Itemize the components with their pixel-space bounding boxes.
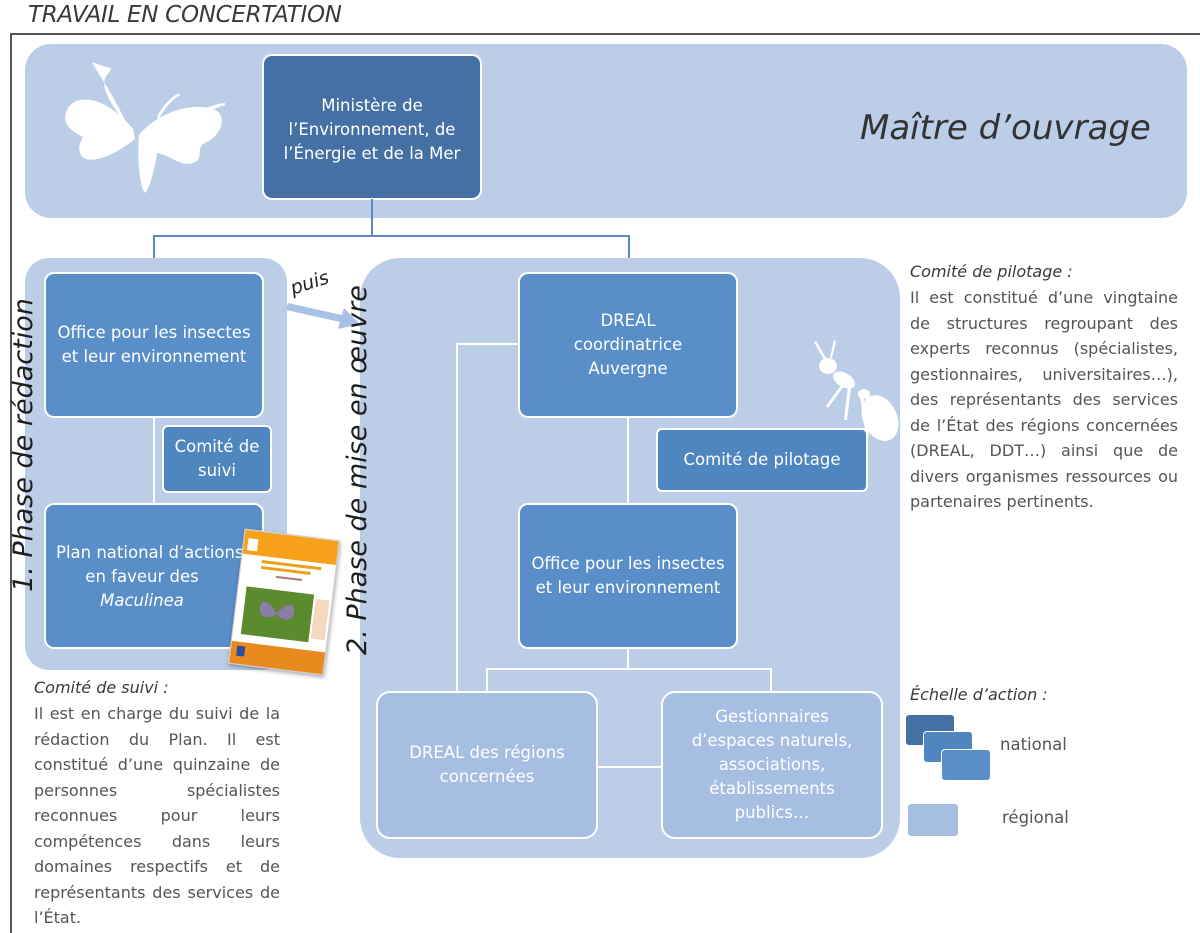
ministere-line1: Ministère de xyxy=(321,96,423,115)
frame-top-line xyxy=(10,33,1200,35)
ant-icon xyxy=(814,340,899,441)
ministere-line2: l’Environnement, de xyxy=(288,120,456,139)
legend-regional-label: régional xyxy=(1002,808,1069,827)
plan-national-box: Plan national d’actions en faveur des Ma… xyxy=(44,503,264,649)
comite-suivi-note-title: Comité de suivi : xyxy=(34,678,169,697)
phase1-label: 1. Phase de rédaction xyxy=(8,298,39,592)
phase1-vertical-line xyxy=(153,410,155,510)
maitre-ouvrage-label: Maître d’ouvrage xyxy=(860,108,1151,148)
phase2-left-bracket-top xyxy=(456,343,520,345)
phase2-branch-left xyxy=(486,668,488,692)
plan-line1: Plan national d’actions xyxy=(56,543,244,562)
dreal-coordinatrice-box: DREAL coordinatrice Auvergne xyxy=(518,272,738,418)
legend-national-swatch-3 xyxy=(941,749,991,781)
legend-national-label: national xyxy=(1000,735,1067,754)
connector-left-down xyxy=(153,235,155,275)
ministere-box: Ministère de l’Environnement, de l’Énerg… xyxy=(262,54,482,200)
phase1-office-box: Office pour les insectes et leur environ… xyxy=(44,272,264,418)
page-title: TRAVAIL EN CONCERTATION xyxy=(28,2,342,28)
connector-right-down xyxy=(628,235,630,275)
phase2-label: 2. Phase de mise en œuvre xyxy=(342,285,373,655)
puis-label: puis xyxy=(287,266,332,300)
connector-ministere-down xyxy=(371,199,373,237)
legend-regional-swatch xyxy=(908,804,958,836)
brochure-cover-image xyxy=(228,528,340,676)
phase2-branch-right xyxy=(770,668,772,692)
plan-line2: en faveur des xyxy=(85,567,199,586)
butterfly-icon xyxy=(65,62,225,193)
puis-arrow-icon xyxy=(286,303,360,329)
gestionnaires-box: Gestionnaires d’espaces naturels, associ… xyxy=(661,691,883,839)
phase2-bottom-link xyxy=(596,766,664,768)
comite-pilotage-note-text: Il est constitué d’une vingtaine de stru… xyxy=(910,288,1178,511)
plan-line3: Maculinea xyxy=(100,591,184,610)
phase2-branch-horizontal xyxy=(486,668,772,670)
dreal-regions-box: DREAL des régions concernées xyxy=(376,691,598,839)
phase2-left-bracket-vertical xyxy=(456,343,458,693)
ministere-line3: l’Énergie et de la Mer xyxy=(283,144,461,163)
phase2-center-vertical-1 xyxy=(627,414,629,506)
comite-pilotage-note-title: Comité de pilotage : xyxy=(910,262,1073,281)
frame-left-line xyxy=(10,33,12,933)
phase2-office-box: Office pour les insectes et leur environ… xyxy=(518,503,738,649)
comite-suivi-note-text: Il est en charge du suivi de la rédactio… xyxy=(34,704,280,927)
phase2-center-vertical-2 xyxy=(627,646,629,670)
connector-horizontal xyxy=(153,235,630,237)
comite-pilotage-box: Comité de pilotage xyxy=(656,428,868,492)
legend-title: Échelle d’action : xyxy=(910,685,1048,704)
comite-suivi-box: Comité de suivi xyxy=(162,425,272,493)
